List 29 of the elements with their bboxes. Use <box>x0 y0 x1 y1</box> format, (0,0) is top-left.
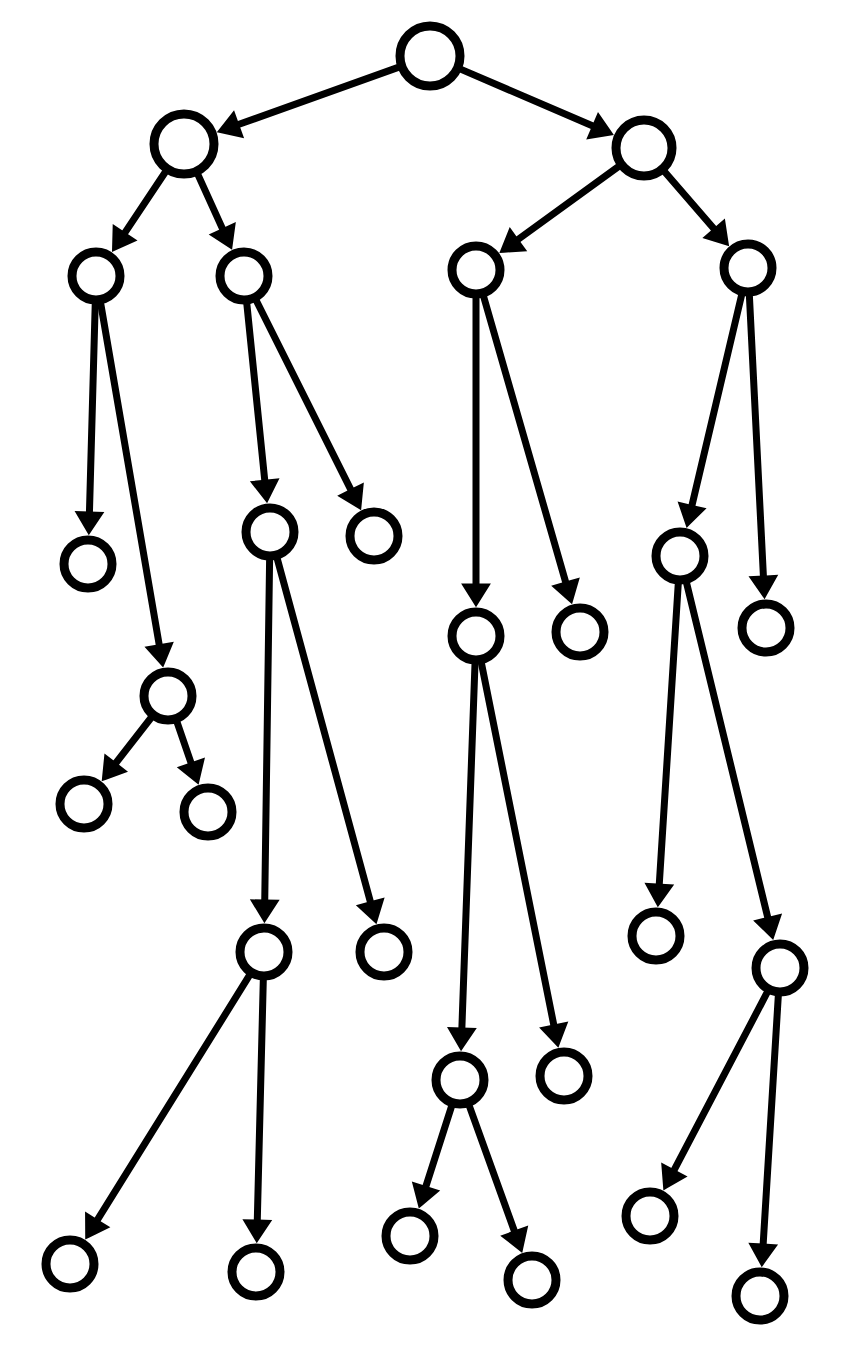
circle-node <box>59 535 117 593</box>
circle-node <box>719 239 777 297</box>
circle-node <box>447 607 505 665</box>
circle-node <box>651 527 709 585</box>
circle-node <box>149 109 219 179</box>
circle-node <box>751 939 809 997</box>
circle-node <box>355 923 413 981</box>
circle-node <box>179 783 237 841</box>
circle-node <box>431 1051 489 1109</box>
circle-node <box>737 599 795 657</box>
circle-node <box>139 667 197 725</box>
circle-node <box>731 1267 789 1325</box>
circle-node <box>503 1251 561 1309</box>
circle-node <box>395 21 465 91</box>
circle-node <box>447 241 505 299</box>
circle-node <box>535 1047 593 1105</box>
circle-node <box>41 1235 99 1293</box>
circle-node <box>55 775 113 833</box>
circle-node <box>227 1243 285 1301</box>
circle-node <box>551 603 609 661</box>
circle-node <box>345 507 403 565</box>
circle-node <box>215 247 273 305</box>
circle-node <box>611 115 677 181</box>
circle-node <box>235 923 293 981</box>
circle-node <box>381 1207 439 1265</box>
circle-node <box>241 503 299 561</box>
circle-node <box>627 907 685 965</box>
circle-node <box>621 1187 679 1245</box>
circle-node <box>67 247 125 305</box>
